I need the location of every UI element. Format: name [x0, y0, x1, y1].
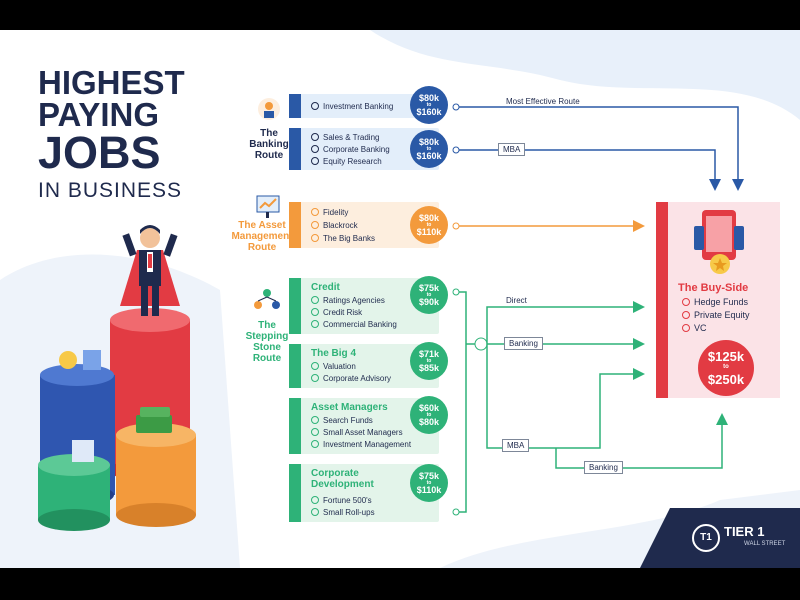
path-label-mba-2: MBA [502, 439, 530, 452]
buy-side-item: Hedge Funds [682, 297, 748, 307]
check-icon [311, 362, 319, 370]
path-label-banking-2: Banking [584, 461, 623, 474]
illustration [38, 225, 196, 531]
check-icon [311, 308, 319, 316]
card-item: Credit Risk [311, 308, 362, 317]
check-icon [311, 496, 319, 504]
check-icon [682, 298, 690, 306]
check-icon [311, 145, 319, 153]
card-title: The Big 4 [311, 348, 357, 359]
check-icon [311, 508, 319, 516]
trophy-phone-icon [694, 210, 744, 274]
card-item: Small Roll-ups [311, 508, 375, 517]
buy-side-title: The Buy-Side [678, 282, 749, 294]
check-icon [311, 320, 319, 328]
title-line-2: PAYING [38, 96, 160, 133]
logo-name: TIER 1 [724, 524, 765, 539]
buy-side-item: VC [682, 323, 707, 333]
check-icon [311, 133, 319, 141]
card-item: Investment Management [311, 440, 411, 449]
card-item: Corporate Banking [311, 145, 390, 154]
card-item: The Big Banks [311, 234, 375, 243]
logo-mark-icon: T1 [692, 524, 720, 552]
card-item: Small Asset Managers [311, 428, 403, 437]
path-label-direct: Direct [506, 296, 527, 305]
asset-route-icon [256, 195, 280, 218]
path-label-most-effective: Most Effective Route [506, 97, 580, 106]
card-item: Fortune 500's [311, 496, 372, 505]
card-item: Blackrock [311, 221, 358, 230]
check-icon [311, 157, 319, 165]
check-icon [311, 428, 319, 436]
check-icon [682, 311, 690, 319]
card-item: Search Funds [311, 416, 373, 425]
card-item: Equity Research [311, 157, 382, 166]
check-icon [311, 440, 319, 448]
banking-route-icon [258, 98, 280, 120]
logo-background [640, 508, 800, 568]
check-icon [311, 416, 319, 424]
stepping-route-icon [254, 289, 280, 309]
infographic: HIGHEST PAYING JOBS IN BUSINESS [0, 30, 800, 568]
path-label-mba: MBA [498, 143, 526, 156]
title-line-1: HIGHEST [38, 64, 185, 101]
card-item: Sales & Trading [311, 133, 379, 142]
check-icon [311, 234, 319, 242]
card-item: Fidelity [311, 208, 348, 217]
connector-lines [452, 103, 744, 516]
buy-side-salary-badge: $125k to $250k [698, 340, 754, 396]
title-line-4: IN BUSINESS [38, 179, 183, 202]
logo-sub: WALL STREET [744, 541, 786, 547]
check-icon [311, 221, 319, 229]
buy-side-item: Private Equity [682, 310, 750, 320]
card-title: Asset Managers [311, 402, 388, 413]
check-icon [311, 208, 319, 216]
check-icon [311, 102, 319, 110]
check-icon [311, 374, 319, 382]
card-item: Commercial Banking [311, 320, 397, 329]
card-sales-trading: Sales & Trading Corporate Banking Equity… [289, 128, 439, 170]
title-line-3: JOBS [38, 127, 161, 178]
check-icon [682, 324, 690, 332]
card-item: Valuation [311, 362, 356, 371]
path-label-banking: Banking [504, 337, 543, 350]
buy-side-bar [656, 202, 668, 398]
buy-side-panel: The Buy-Side Hedge Funds Private Equity … [656, 202, 780, 398]
card-item: Corporate Advisory [311, 374, 391, 383]
check-icon [311, 296, 319, 304]
card-item: Investment Banking [311, 102, 393, 111]
card-title: Credit [311, 282, 340, 293]
card-item: Ratings Agencies [311, 296, 385, 305]
